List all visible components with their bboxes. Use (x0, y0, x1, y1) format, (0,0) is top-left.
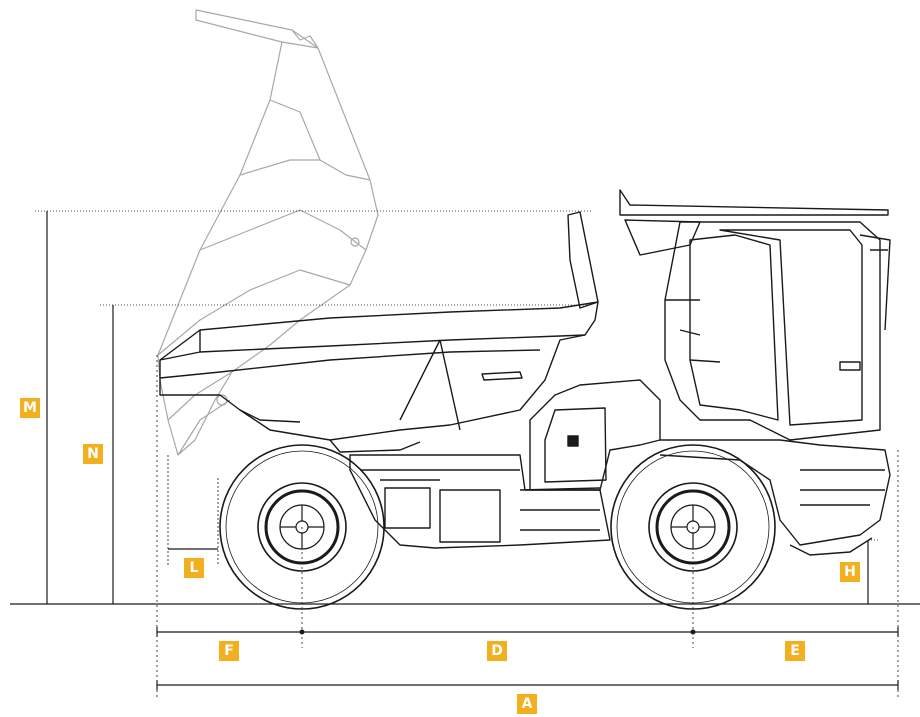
dimension-label-d: D (487, 641, 507, 661)
chassis (349, 454, 611, 549)
dimension-label-f: F (219, 641, 239, 661)
dimension-label-n: N (83, 444, 103, 464)
dimension-label-m: M (20, 398, 40, 418)
cab (619, 189, 891, 441)
dimension-label-e: E (785, 641, 805, 661)
dimension-label-l: L (184, 558, 204, 578)
dump-body (159, 211, 599, 453)
front-hood (529, 379, 891, 556)
dimension-ticks (156, 627, 899, 690)
dimension-label-a: A (517, 694, 537, 714)
dimension-lines (35, 210, 899, 700)
dimension-label-h: H (840, 562, 860, 582)
tipped-body-outline (157, 9, 379, 456)
